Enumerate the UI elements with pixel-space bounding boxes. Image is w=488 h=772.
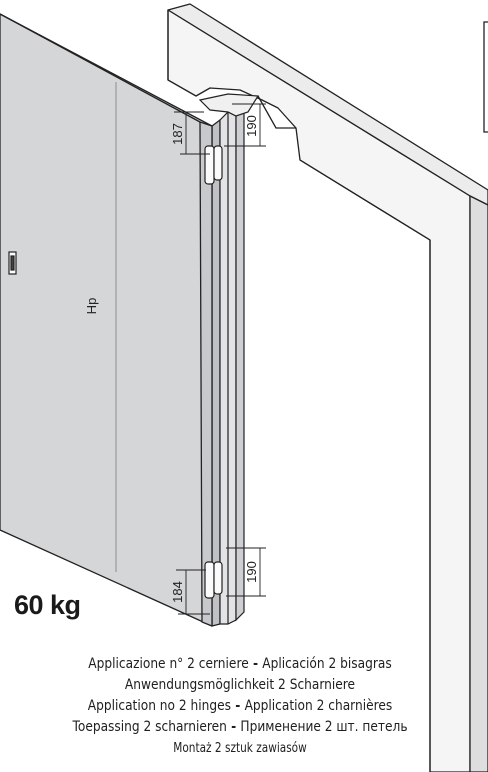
dim-bottom-right: 190 [244,561,259,583]
caption-block: Applicazione n° 2 cerniere - Aplicación … [0,654,488,759]
caption-en: Application no 2 hinges [87,698,231,714]
hinge-profile [198,93,260,625]
caption-line-3: Application no 2 hinges - Application 2 … [0,696,481,717]
caption-line-1: Applicazione n° 2 cerniere - Aplicación … [0,654,481,675]
caption-line-5: Montaż 2 sztuk zawiasów [173,740,307,756]
caption-separator: - [226,719,241,735]
caption-nl: Toepassing 2 scharnieren [72,719,227,735]
door-handle [8,251,17,275]
dim-top-right: 190 [244,115,259,137]
dim-top-left: 187 [170,123,185,145]
top-hinge [204,145,223,185]
bottom-hinge [204,561,223,599]
caption-fr: Application 2 charnières [244,698,393,714]
weight-label: 60 kg [14,590,81,620]
height-label: Hp [84,298,99,315]
dim-bottom-left: 184 [170,581,185,603]
caption-es: Aplicación 2 bisagras [262,656,392,672]
caption-line-2: Anwendungsmöglichkeit 2 Scharniere [124,677,356,693]
caption-separator: - [248,656,263,672]
caption-it: Applicazione n° 2 cerniere [88,656,249,672]
door-leaf [0,13,221,627]
inset-box [483,21,488,133]
dimension-lines [174,103,266,615]
caption-line-4: Toepassing 2 scharnieren - Применение 2 … [0,717,481,738]
caption-separator: - [230,698,245,714]
caption-ru: Применение 2 шт. петель [240,719,408,735]
door-frame [167,3,488,772]
